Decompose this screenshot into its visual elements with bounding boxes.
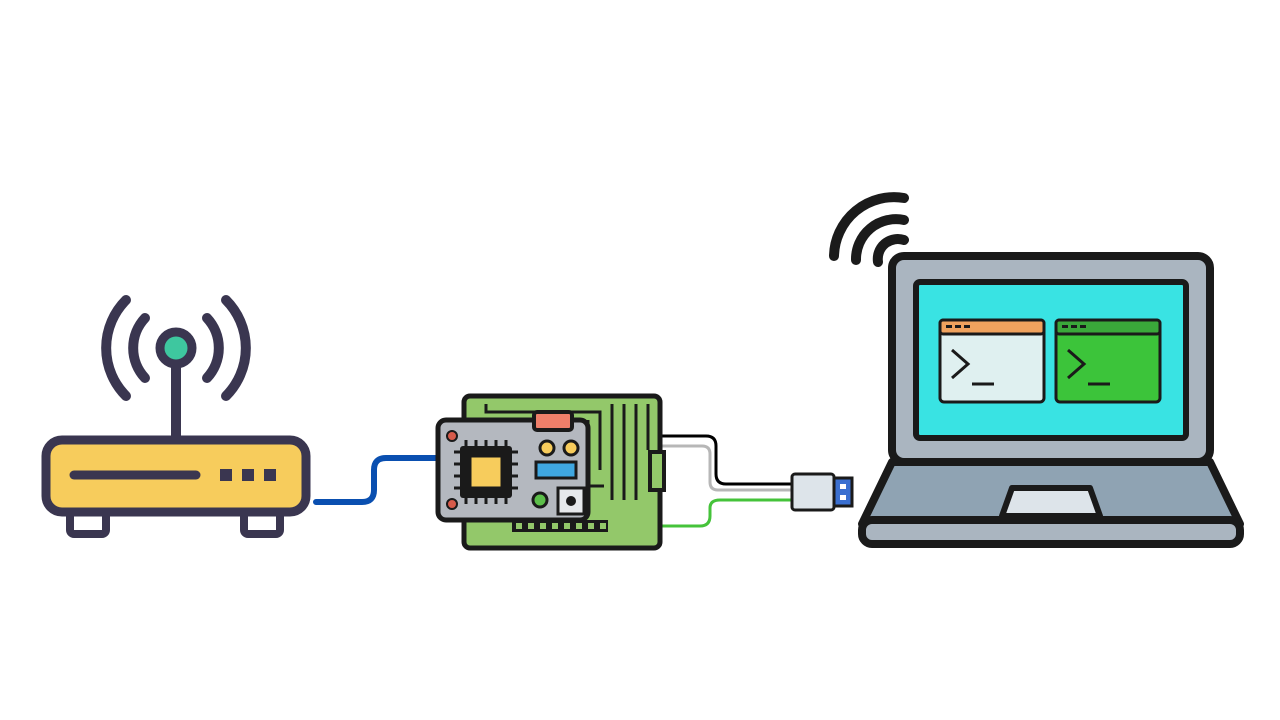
- usb-plug-body: [790, 472, 836, 512]
- serial-wire-green: [604, 498, 794, 528]
- terminal-prompt-icon: [1067, 348, 1110, 386]
- router-port-2: [242, 469, 254, 481]
- serial-wire-black: [640, 434, 794, 486]
- ethernet-cable: [313, 455, 443, 505]
- laptop-icon: [829, 192, 1244, 548]
- laptop-bottom-edge: [858, 516, 1244, 548]
- usb-plug-tip: [832, 476, 854, 508]
- board-side-connector: [648, 450, 666, 492]
- router-led: [155, 327, 197, 369]
- laptop-touchpad: [999, 485, 1103, 519]
- wifi-router-icon: [41, 295, 311, 538]
- usb-connector-icon: [790, 472, 854, 512]
- router-signal-arc-right-outer: [221, 295, 251, 401]
- board-capacitor: [562, 439, 580, 457]
- board-button: [556, 486, 586, 516]
- board-screw-hole: [446, 430, 458, 442]
- serial-wire-gray: [640, 444, 794, 492]
- router-signal-arc-left-inner: [128, 313, 150, 383]
- wireless-signal-icon: [829, 192, 909, 267]
- router-signal-arc-left-outer: [101, 295, 131, 401]
- board-capacitor: [538, 439, 556, 457]
- terminal-window-1: [938, 318, 1046, 404]
- board-chip-core: [468, 454, 504, 490]
- router-port-3: [264, 469, 276, 481]
- router-signal-arc-right-inner: [202, 313, 224, 383]
- circuit-board-icon: [435, 393, 666, 551]
- board-pin-header: [512, 520, 608, 532]
- board-screw-hole: [446, 498, 458, 510]
- terminal-window-2: [1054, 318, 1162, 404]
- board-red-connector: [532, 410, 574, 432]
- board-led: [531, 491, 549, 509]
- router-port-1: [220, 469, 232, 481]
- terminal-prompt-icon: [951, 348, 994, 386]
- board-blue-component: [534, 460, 578, 480]
- board-button-cap: [566, 496, 576, 506]
